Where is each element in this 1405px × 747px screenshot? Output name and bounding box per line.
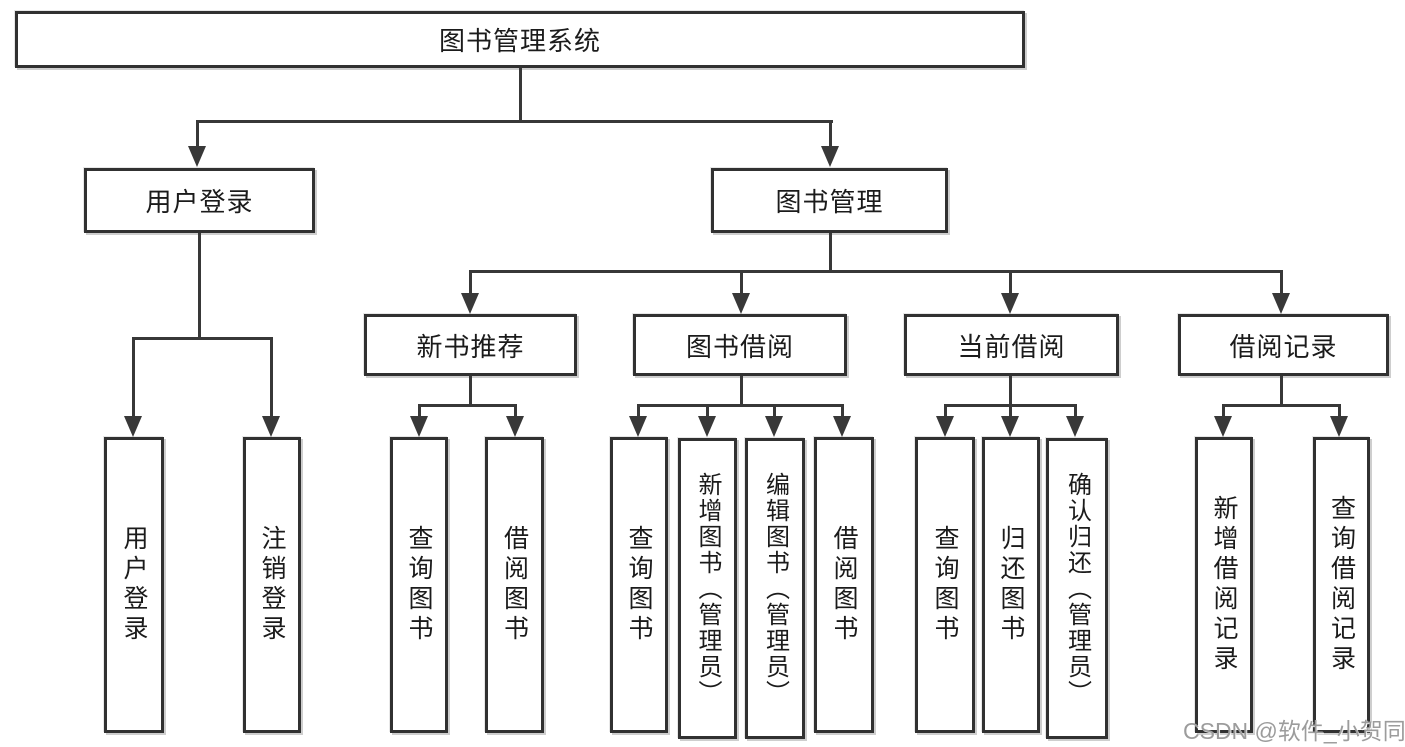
connector-current-drop-3 xyxy=(1074,404,1077,420)
arrowhead-book-management xyxy=(821,146,839,167)
arrowhead-leaf-add-book-admin xyxy=(698,416,716,437)
leaf-label: 用户登录 xyxy=(120,525,148,645)
arrowhead-leaf-query-books-borrowing xyxy=(629,416,647,437)
leaf-label: 编辑图书（管理员） xyxy=(761,471,789,706)
connector-userlogin-stem xyxy=(198,233,201,340)
arrowhead-leaf-query-books-current xyxy=(936,416,954,437)
leaf-add-borrow-record: 新增借阅记录 xyxy=(1195,437,1253,733)
leaf-borrow-books-recommend: 借阅图书 xyxy=(485,437,544,733)
connector-root-drop-right xyxy=(829,120,832,150)
arrowhead-leaf-borrow-books-recommend xyxy=(506,416,524,437)
node-label: 借阅记录 xyxy=(1229,331,1338,362)
connector-root-stem xyxy=(519,68,522,122)
arrowhead-leaf-query-books-recommend xyxy=(410,416,428,437)
arrowhead-leaf-add-borrow-record xyxy=(1214,416,1232,437)
connector-borrowing-drop-1 xyxy=(637,404,640,420)
node-book-management: 图书管理 xyxy=(711,168,948,233)
node-label: 图书管理 xyxy=(775,187,884,217)
connector-current-drop-1 xyxy=(944,404,947,420)
node-label: 当前借阅 xyxy=(957,331,1066,362)
connector-bookmgmt-drop-3 xyxy=(1009,270,1012,296)
arrowhead-leaf-borrow-books-borrowing xyxy=(833,416,851,437)
connector-userlogin-drop-1 xyxy=(132,337,135,419)
leaf-query-books-current: 查询图书 xyxy=(915,437,975,733)
connector-recommend-bar xyxy=(418,404,517,407)
leaf-query-books-recommend: 查询图书 xyxy=(390,437,448,733)
leaf-label: 新增借阅记录 xyxy=(1210,495,1238,675)
connector-bookmgmt-drop-2 xyxy=(740,270,743,296)
connector-userlogin-drop-2 xyxy=(270,337,273,419)
leaf-label: 查询图书 xyxy=(931,525,959,645)
connector-bookmgmt-bar xyxy=(469,270,1283,273)
leaf-confirm-return-admin: 确认归还（管理员） xyxy=(1046,438,1108,739)
connector-recommend-stem xyxy=(469,376,472,407)
node-new-book-recommendation: 新书推荐 xyxy=(364,314,577,376)
connector-current-stem xyxy=(1009,376,1012,407)
connector-borrowing-bar xyxy=(637,404,844,407)
node-label: 图书管理系统 xyxy=(438,26,601,56)
leaf-query-borrow-record: 查询借阅记录 xyxy=(1313,437,1370,733)
leaf-label: 确认归还（管理员） xyxy=(1063,471,1091,706)
connector-records-stem xyxy=(1280,376,1283,407)
node-current-borrowing: 当前借阅 xyxy=(904,314,1119,376)
arrowhead-current-borrowing xyxy=(1001,293,1019,314)
connector-userlogin-bar xyxy=(132,337,273,340)
node-library-management-system: 图书管理系统 xyxy=(15,11,1025,68)
connector-borrowing-drop-2 xyxy=(706,404,709,420)
leaf-label: 查询图书 xyxy=(405,525,433,645)
connector-current-drop-2 xyxy=(1009,404,1012,420)
leaf-add-book-admin: 新增图书（管理员） xyxy=(678,438,737,739)
arrowhead-leaf-confirm-return-admin xyxy=(1066,416,1084,437)
arrowhead-borrowing-records xyxy=(1272,293,1290,314)
leaf-logout: 注销登录 xyxy=(243,437,301,733)
node-label: 新书推荐 xyxy=(416,331,525,362)
leaf-borrow-books-borrowing: 借阅图书 xyxy=(814,437,874,733)
connector-root-drop-left xyxy=(196,120,199,150)
leaf-label: 借阅图书 xyxy=(830,525,858,645)
leaf-label: 借阅图书 xyxy=(500,525,529,645)
connector-borrowing-drop-4 xyxy=(841,404,844,420)
arrowhead-leaf-edit-book-admin xyxy=(765,416,783,437)
arrowhead-leaf-query-borrow-record xyxy=(1330,416,1348,437)
node-user-login: 用户登录 xyxy=(84,168,315,233)
leaf-label: 归还图书 xyxy=(997,525,1025,645)
leaf-return-books: 归还图书 xyxy=(982,437,1040,733)
leaf-label: 新增图书（管理员） xyxy=(694,471,721,706)
connector-records-drop-2 xyxy=(1338,404,1341,420)
node-label: 用户登录 xyxy=(145,187,254,217)
connector-root-bar xyxy=(196,120,833,123)
connector-bookmgmt-stem xyxy=(829,233,832,272)
arrowhead-user-login xyxy=(188,146,206,167)
connector-recommend-drop-1 xyxy=(418,404,421,420)
node-borrowing-records: 借阅记录 xyxy=(1178,314,1389,376)
leaf-label: 注销登录 xyxy=(258,525,286,645)
connector-records-bar xyxy=(1222,404,1341,407)
node-label: 图书借阅 xyxy=(685,331,794,362)
connector-recommend-drop-2 xyxy=(514,404,517,420)
arrowhead-new-book-recommendation xyxy=(461,293,479,314)
arrowhead-leaf-return-books xyxy=(1001,416,1019,437)
connector-bookmgmt-drop-1 xyxy=(469,270,472,296)
arrowhead-book-borrowing xyxy=(732,293,750,314)
leaf-label: 查询借阅记录 xyxy=(1327,495,1356,675)
node-book-borrowing: 图书借阅 xyxy=(633,314,847,376)
leaf-label: 查询图书 xyxy=(625,525,653,645)
csdn-watermark: CSDN @软件_小贺同学 xyxy=(1183,718,1405,744)
leaf-user-login: 用户登录 xyxy=(104,437,164,733)
connector-borrowing-stem xyxy=(740,376,743,407)
connector-records-drop-1 xyxy=(1222,404,1225,420)
arrowhead-leaf-user-login xyxy=(124,416,142,437)
leaf-query-books-borrowing: 查询图书 xyxy=(610,437,668,733)
connector-borrowing-drop-3 xyxy=(773,404,776,420)
leaf-edit-book-admin: 编辑图书（管理员） xyxy=(745,438,805,739)
arrowhead-leaf-logout xyxy=(262,416,280,437)
connector-bookmgmt-drop-4 xyxy=(1280,270,1283,296)
